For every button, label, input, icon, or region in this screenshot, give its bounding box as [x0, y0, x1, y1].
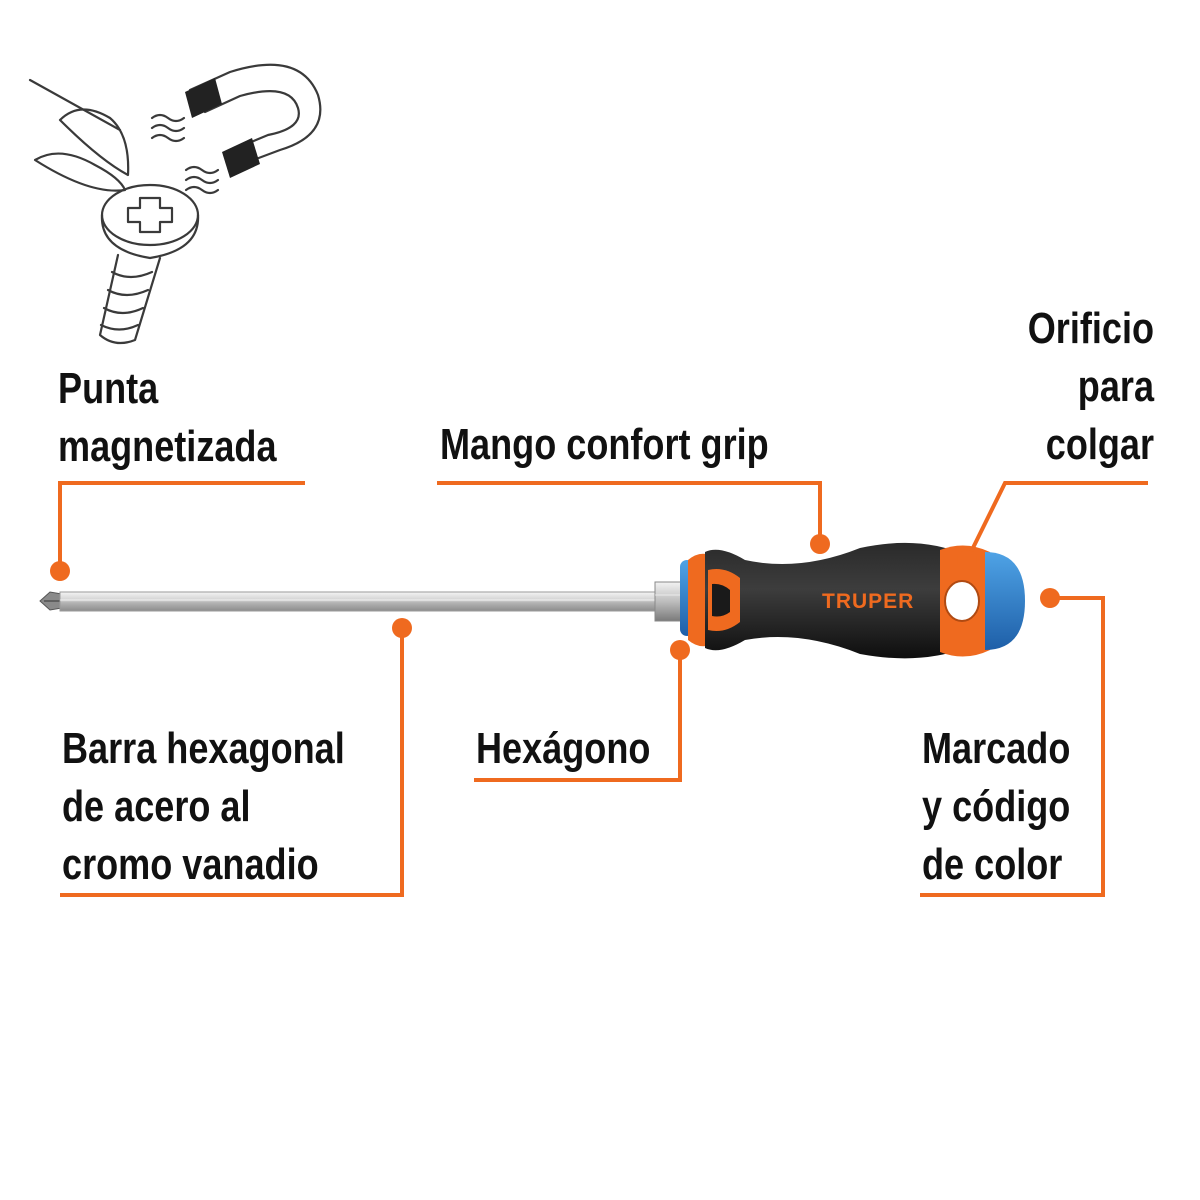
brand-logo: TRUPER — [822, 590, 915, 613]
label-color-code-line-1: Marcado — [922, 724, 1071, 773]
label-handle: Mango confort grip — [440, 416, 769, 474]
hex-marker — [670, 640, 690, 660]
label-tip-line-2: magnetizada — [58, 422, 277, 471]
label-hang-hole-line-2: para — [1077, 362, 1154, 411]
label-tip: Punta magnetizada — [58, 360, 277, 476]
hole-marker — [957, 550, 977, 570]
grip-marker — [810, 534, 830, 554]
label-hang-hole-line-1: Orificio — [1027, 304, 1154, 353]
label-hang-hole-line-3: colgar — [1045, 420, 1154, 469]
label-hang-hole: Orificio para colgar — [1028, 300, 1154, 474]
label-color-code-line-2: y código — [922, 782, 1071, 831]
label-hex: Hexágono — [476, 720, 650, 778]
label-shaft-line-1: Barra hexagonal — [62, 724, 345, 773]
label-color-code: Marcado y código de color — [922, 720, 1070, 894]
color-marker — [1040, 588, 1060, 608]
label-hex-line-1: Hexágono — [476, 724, 651, 773]
label-shaft-line-2: de acero al — [62, 782, 251, 831]
shaft-marker — [392, 618, 412, 638]
label-handle-line-1: Mango confort grip — [440, 420, 769, 469]
label-shaft-line-3: cromo vanadio — [62, 840, 319, 889]
label-color-code-line-3: de color — [922, 840, 1063, 889]
label-shaft: Barra hexagonal de acero al cromo vanadi… — [62, 720, 345, 894]
tip-marker — [50, 561, 70, 581]
label-tip-line-1: Punta — [58, 364, 159, 413]
